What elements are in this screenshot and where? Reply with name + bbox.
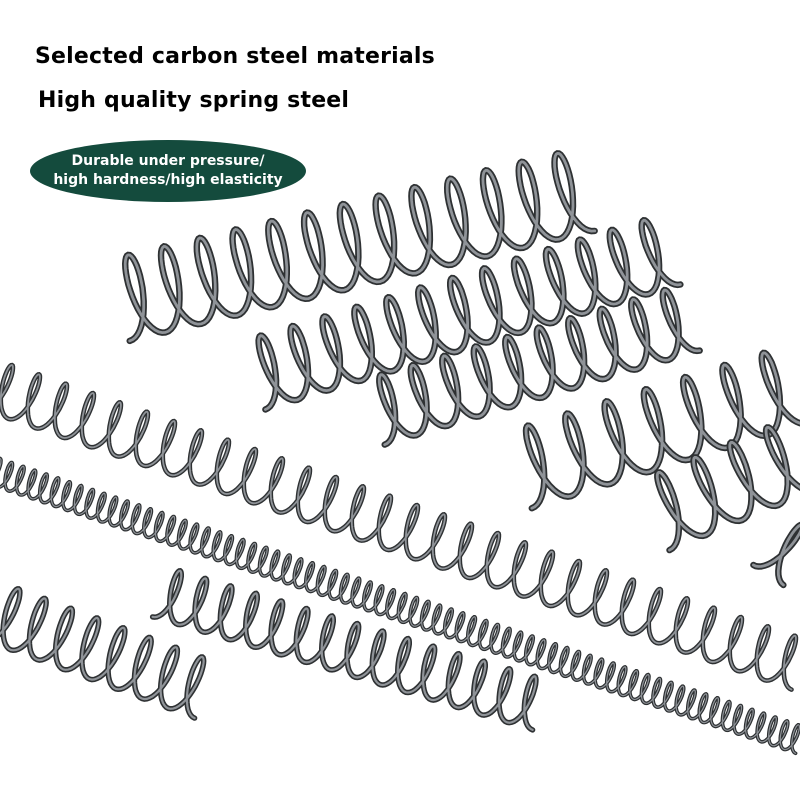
spring-coil bbox=[524, 351, 800, 510]
spring-coil bbox=[257, 218, 682, 411]
feature-badge: Durable under pressure/ high hardness/hi… bbox=[30, 140, 306, 202]
spring-coil bbox=[0, 587, 205, 720]
headline-materials: Selected carbon steel materials bbox=[35, 44, 435, 69]
spring-coil bbox=[752, 523, 800, 587]
spring-coil bbox=[0, 364, 797, 691]
spring-coil bbox=[151, 569, 538, 731]
spring-coil bbox=[123, 151, 597, 343]
badge-line-2: high hardness/high elasticity bbox=[53, 172, 283, 188]
spring-coil bbox=[0, 457, 800, 754]
headline-quality: High quality spring steel bbox=[38, 88, 350, 113]
badge-line-1: Durable under pressure/ bbox=[71, 153, 265, 169]
spring-coil bbox=[655, 426, 800, 552]
spring-shadow bbox=[149, 567, 539, 733]
spring-coil bbox=[377, 288, 702, 446]
